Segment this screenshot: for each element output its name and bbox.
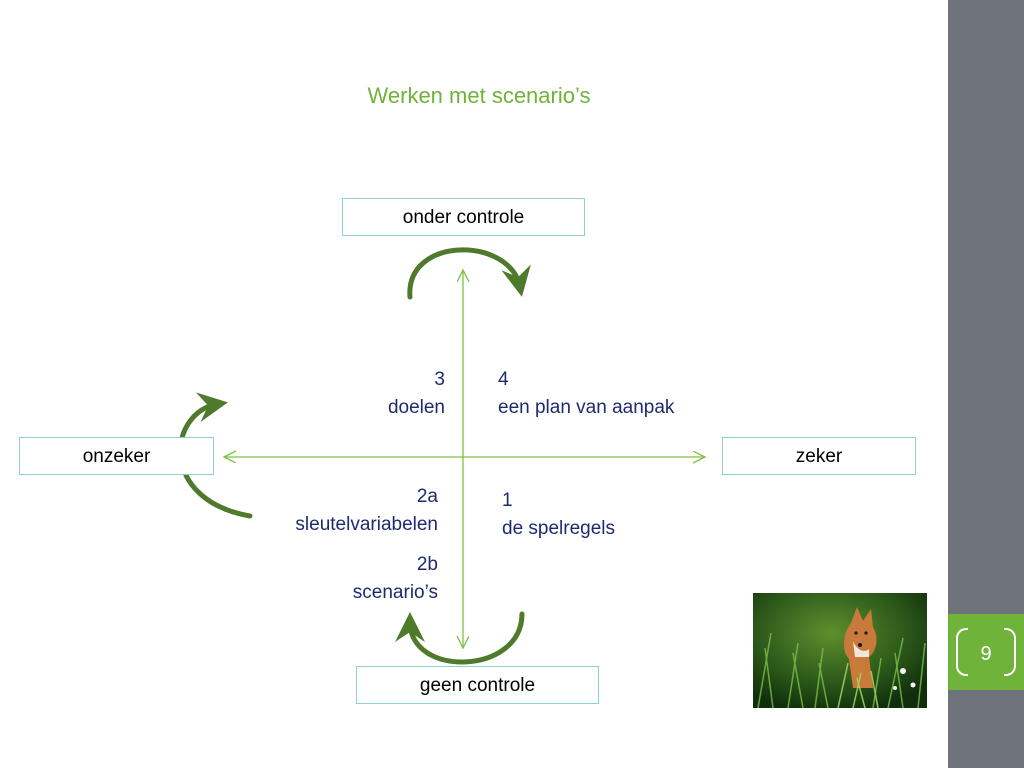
quadrant-3-number: 3 [434,369,445,390]
quadrant-1-label: 1 de spelregels [502,487,615,543]
page-number-tab: 9 [948,614,1024,690]
left-axis-label: onzeker [82,446,151,467]
right-brace-icon [1004,628,1016,676]
top-axis-label: onder controle [402,207,525,228]
right-axis-label: zeker [795,446,843,467]
curved-arrow-top [407,247,531,300]
bottom-axis-label: geen controle [419,675,536,696]
page-number: 9 [980,643,992,665]
right-axis-box: zeker [722,437,916,475]
quadrant-1-number: 1 [502,490,513,511]
left-brace-icon [956,628,968,676]
bottom-axis-box: geen controle [356,666,599,704]
quadrant-2a-label: 2a sleutelvariabelen [295,483,438,539]
slide-title: Werken met scenario’s [367,83,591,108]
quadrant-2b-number: 2b [416,554,438,575]
quadrant-1-text: de spelregels [502,518,616,539]
quadrant-4-number: 4 [498,369,509,390]
quadrant-3-label: 3 doelen [388,366,445,422]
quadrant-3-text: doelen [387,397,445,418]
quadrant-2b-text: scenario’s [352,582,438,603]
quadrant-4-text: een plan van aanpak [498,397,675,418]
left-axis-box: onzeker [19,437,214,475]
quadrant-2b-label: 2b scenario’s [353,551,438,607]
quadrant-2a-number: 2a [416,486,438,507]
top-axis-box: onder controle [342,198,585,236]
quadrant-4-label: 4 een plan van aanpak [498,366,674,422]
fox-photo [753,593,927,708]
curved-arrow-bottom [395,611,525,665]
quadrant-2a-text: sleutelvariabelen [295,514,438,535]
